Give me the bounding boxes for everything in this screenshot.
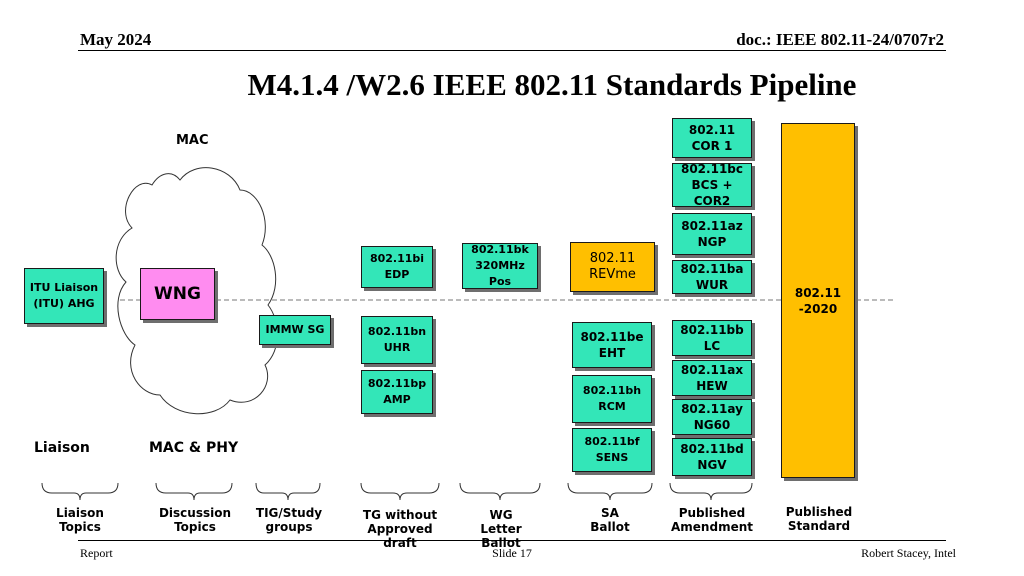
box-80211ay: 802.11ay NG60 xyxy=(672,399,752,435)
box-80211bn: 802.11bn UHR xyxy=(361,316,433,364)
category-tig-study: TIG/Study groups xyxy=(255,506,323,534)
immw-sg-box: IMMW SG xyxy=(259,315,331,345)
header-doc: doc.: IEEE 802.11-24/0707r2 xyxy=(736,30,944,49)
box-80211ax: 802.11ax HEW xyxy=(672,360,752,396)
mac-phy-label: MAC & PHY xyxy=(149,440,239,456)
box-cor1: 802.11 COR 1 xyxy=(672,118,752,158)
box-80211az: 802.11az NGP xyxy=(672,213,752,255)
box-80211bf: 802.11bf SENS xyxy=(572,428,652,472)
mac-cloud xyxy=(115,167,278,415)
liaison-label: Liaison xyxy=(34,440,90,456)
footer-slide-number: Slide 17 xyxy=(492,546,532,560)
header-date: May 2024 xyxy=(80,30,152,49)
category-discussion-topics: Discussion Topics xyxy=(158,506,232,534)
header-rule xyxy=(78,50,946,51)
box-80211bi: 802.11bi EDP xyxy=(361,246,433,288)
box-80211bk: 802.11bk 320MHz Pos xyxy=(462,243,538,289)
box-80211be: 802.11be EHT xyxy=(572,322,652,368)
box-80211bc: 802.11bc BCS + COR2 xyxy=(672,162,752,208)
box-80211bd: 802.11bd NGV xyxy=(672,438,752,476)
category-published-standard: Published Standard xyxy=(785,505,853,533)
box-80211ba: 802.11ba WUR xyxy=(672,260,752,294)
box-80211bh: 802.11bh RCM xyxy=(572,375,652,423)
category-sa-ballot: SA Ballot xyxy=(590,506,630,534)
mac-label: MAC xyxy=(176,133,209,148)
box-802112020: 802.11 -2020 xyxy=(781,123,855,478)
box-revme: 802.11 REVme xyxy=(570,242,655,292)
category-published-amendment: Published Amendment xyxy=(671,506,753,534)
category-tg-without-draft: TG without Approved draft xyxy=(362,508,438,550)
footer-left: Report xyxy=(80,546,113,560)
box-80211bb: 802.11bb LC xyxy=(672,320,752,356)
footer-author: Robert Stacey, Intel xyxy=(861,546,956,560)
wng-box: WNG xyxy=(140,268,215,320)
box-80211bp: 802.11bp AMP xyxy=(361,370,433,414)
category-liaison-topics: Liaison Topics xyxy=(56,506,104,534)
footer-rule xyxy=(78,540,946,541)
itu-liaison-box: ITU Liaison (ITU) AHG xyxy=(24,268,104,324)
category-brackets xyxy=(41,482,753,501)
slide-title: M4.1.4 /W2.6 IEEE 802.11 Standards Pipel… xyxy=(247,67,857,102)
category-wg-letter-ballot: WG Letter Ballot xyxy=(480,508,522,550)
